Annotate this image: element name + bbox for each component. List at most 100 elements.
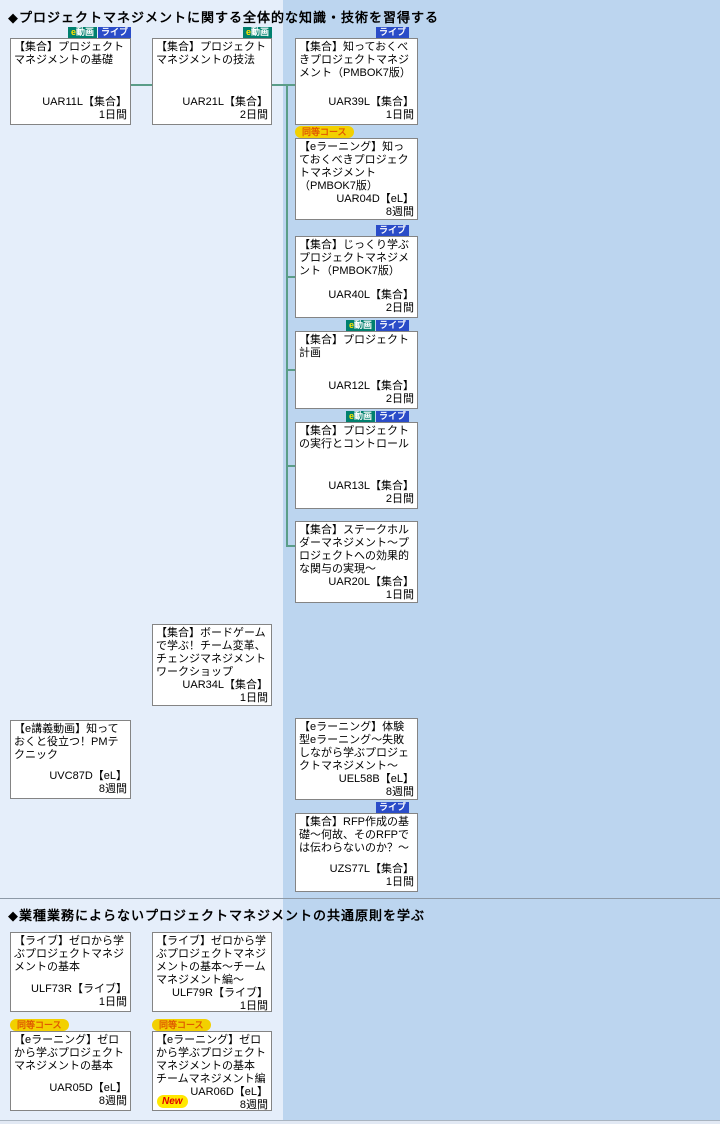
tag-row: ライブ <box>295 224 418 236</box>
course-title: 【ライブ】ゼロから学ぶプロジェクトマネジメントの基本～チームマネジメント編～ <box>156 935 266 986</box>
connector-stub-uar13l <box>288 465 295 467</box>
section-divider <box>0 898 720 899</box>
course-card-uar11l: e動画 ライブ 【集合】プロジェクトマネジメントの基礎 UAR11L【集合】1日… <box>10 26 131 125</box>
course-card-uar20l: 【集合】ステークホルダーマネジメント～プロジェクトへの効果的な関与の実現～ UA… <box>295 509 418 603</box>
course-card-ulf79r: 【ライブ】ゼロから学ぶプロジェクトマネジメントの基本～チームマネジメント編～ U… <box>152 920 272 1012</box>
tag-row <box>10 708 131 720</box>
course-title: 【集合】知っておくべきプロジェクトマネジメント（PMBOK7版） <box>299 41 411 79</box>
course-code: UAR13L【集合】 <box>328 480 414 492</box>
course-title: 【eラーニング】ゼロから学ぶプロジェクトマネジメントの基本 チームマネジメント編 <box>156 1034 266 1085</box>
course-title: 【集合】RFP作成の基礎～何故、そのRFPでは伝わらないのか？～ <box>299 816 409 854</box>
course-code: UAR20L【集合】 <box>328 576 414 588</box>
connector-uar21l-uar39l <box>272 84 295 86</box>
course-card-ulf73r: 【ライブ】ゼロから学ぶプロジェクトマネジメントの基本 ULF73R【ライブ】1日… <box>10 920 131 1012</box>
course-code: ULF79R【ライブ】 <box>172 987 268 999</box>
equivalent-course-badge: 同等コース <box>10 1019 69 1031</box>
course-code: UEL58B【eL】 <box>338 773 414 785</box>
course-title: 【集合】じっくり学ぶプロジェクトマネジメント（PMBOK7版） <box>299 239 409 277</box>
tag-row <box>152 920 272 932</box>
course-duration: 2日間 <box>385 393 414 405</box>
course-box-uar11l[interactable]: 【集合】プロジェクトマネジメントの基礎 UAR11L【集合】1日間 <box>10 38 131 125</box>
connector-stub-uar20l <box>288 545 295 547</box>
course-code: UAR05D【eL】 <box>49 1082 127 1094</box>
tag-row: e動画 ライブ <box>10 26 131 38</box>
course-title: 【集合】プロジェクトマネジメントの技法 <box>156 41 266 66</box>
course-duration: 2日間 <box>385 493 414 505</box>
course-title: 【集合】プロジェクトの実行とコントロール <box>299 425 409 450</box>
course-card-uvc87d: 【e講義動画】知っておくと役立つ！PMテクニック UVC87D【eL】8週間 <box>10 708 131 799</box>
course-title: 【ライブ】ゼロから学ぶプロジェクトマネジメントの基本 <box>14 935 124 973</box>
course-box-uar20l[interactable]: 【集合】ステークホルダーマネジメント～プロジェクトへの効果的な関与の実現～ UA… <box>295 521 418 603</box>
course-duration: 1日間 <box>385 589 414 601</box>
course-duration: 1日間 <box>98 109 127 121</box>
course-title: 【eラーニング】知っておくべきプロジェクトマネジメント（PMBOK7版） <box>299 141 409 192</box>
new-badge: New <box>157 1095 188 1108</box>
course-box-ulf73r[interactable]: 【ライブ】ゼロから学ぶプロジェクトマネジメントの基本 ULF73R【ライブ】1日… <box>10 932 131 1012</box>
course-box-uar06d[interactable]: 【eラーニング】ゼロから学ぶプロジェクトマネジメントの基本 チームマネジメント編… <box>152 1031 272 1111</box>
course-title: 【集合】ボードゲームで学ぶ！チーム変革、チェンジマネジメントワークショップ <box>156 627 266 678</box>
course-box-uar34l[interactable]: 【集合】ボードゲームで学ぶ！チーム変革、チェンジマネジメントワークショップ UA… <box>152 624 272 706</box>
course-title: 【eラーニング】ゼロから学ぶプロジェクトマネジメントの基本 <box>14 1034 124 1072</box>
course-box-uar13l[interactable]: 【集合】プロジェクトの実行とコントロール UAR13L【集合】2日間 <box>295 422 418 509</box>
course-duration: 1日間 <box>385 876 414 888</box>
course-duration: 1日間 <box>385 109 414 121</box>
course-code: UZS77L【集合】 <box>329 863 414 875</box>
course-code: UAR39L【集合】 <box>328 96 414 108</box>
course-box-ulf79r[interactable]: 【ライブ】ゼロから学ぶプロジェクトマネジメントの基本～チームマネジメント編～ U… <box>152 932 272 1012</box>
live-tag: ライブ <box>375 802 409 813</box>
tag-row <box>10 920 131 932</box>
course-duration: 1日間 <box>98 996 127 1008</box>
course-duration: 8週間 <box>239 1099 268 1111</box>
live-tag: ライブ <box>375 225 409 236</box>
course-title: 【集合】プロジェクトマネジメントの基礎 <box>14 41 124 66</box>
course-box-uar04d[interactable]: 【eラーニング】知っておくべきプロジェクトマネジメント（PMBOK7版） UAR… <box>295 138 418 220</box>
connector-stub-uar12l <box>288 369 295 371</box>
equivalent-course-badge: 同等コース <box>152 1019 211 1031</box>
course-card-uzs77l: ライブ 【集合】RFP作成の基礎～何故、そのRFPでは伝わらないのか？～ UZS… <box>295 801 418 892</box>
connector-uar11l-uar21l <box>131 84 152 86</box>
section-heading-2: ◆業種業務によらないプロジェクトマネジメントの共通原則を学ぶ <box>8 908 425 923</box>
course-box-uar39l[interactable]: 【集合】知っておくべきプロジェクトマネジメント（PMBOK7版） UAR39L【… <box>295 38 418 125</box>
course-box-uzs77l[interactable]: 【集合】RFP作成の基礎～何故、そのRFPでは伝わらないのか？～ UZS77L【… <box>295 813 418 892</box>
course-box-uar05d[interactable]: 【eラーニング】ゼロから学ぶプロジェクトマネジメントの基本 UAR05D【eL】… <box>10 1031 131 1111</box>
page-bottom-edge <box>0 1120 720 1124</box>
tag-row: 同等コース <box>152 1019 272 1031</box>
course-card-uar06d: 同等コース 【eラーニング】ゼロから学ぶプロジェクトマネジメントの基本 チームマ… <box>152 1019 272 1111</box>
tag-row <box>295 509 418 521</box>
section-heading-1: ◆プロジェクトマネジメントに関する全体的な知識・技術を習得する <box>8 10 439 25</box>
course-card-uar21l: e動画 【集合】プロジェクトマネジメントの技法 UAR21L【集合】2日間 <box>152 26 272 125</box>
connector-vertical-trunk <box>286 84 288 547</box>
course-duration: 2日間 <box>385 302 414 314</box>
course-code: UAR34L【集合】 <box>182 679 268 691</box>
live-tag: ライブ <box>97 27 131 38</box>
tag-row <box>152 612 272 624</box>
course-box-uar12l[interactable]: 【集合】プロジェクト計画 UAR12L【集合】2日間 <box>295 331 418 409</box>
course-duration: 8週間 <box>98 783 127 795</box>
tag-row <box>295 706 418 718</box>
course-title: 【e講義動画】知っておくと役立つ！PMテクニック <box>14 723 119 761</box>
course-title: 【集合】プロジェクト計画 <box>299 334 409 359</box>
course-box-uel58b[interactable]: 【eラーニング】体験型eラーニング～失敗しながら学ぶプロジェクトマネジメント～ … <box>295 718 418 800</box>
course-duration: 8週間 <box>98 1095 127 1107</box>
tag-row: 同等コース <box>10 1019 131 1031</box>
course-card-uar39l: ライブ 【集合】知っておくべきプロジェクトマネジメント（PMBOK7版） UAR… <box>295 26 418 125</box>
course-box-uar40l[interactable]: 【集合】じっくり学ぶプロジェクトマネジメント（PMBOK7版） UAR40L【集… <box>295 236 418 318</box>
tag-row: e動画 ライブ <box>295 319 418 331</box>
live-tag: ライブ <box>375 411 409 422</box>
evideo-tag: e動画 <box>345 320 375 331</box>
course-duration: 1日間 <box>239 692 268 704</box>
course-box-uvc87d[interactable]: 【e講義動画】知っておくと役立つ！PMテクニック UVC87D【eL】8週間 <box>10 720 131 799</box>
course-card-uar13l: e動画 ライブ 【集合】プロジェクトの実行とコントロール UAR13L【集合】2… <box>295 410 418 509</box>
course-code: ULF73R【ライブ】 <box>31 983 127 995</box>
course-code: UAR11L【集合】 <box>42 96 127 108</box>
course-title: 【eラーニング】体験型eラーニング～失敗しながら学ぶプロジェクトマネジメント～ <box>299 721 409 772</box>
course-code: UAR40L【集合】 <box>328 289 414 301</box>
course-card-uar12l: e動画 ライブ 【集合】プロジェクト計画 UAR12L【集合】2日間 <box>295 319 418 409</box>
tag-row: e動画 <box>152 26 272 38</box>
course-code: UAR04D【eL】 <box>336 193 414 205</box>
course-duration: 2日間 <box>239 109 268 121</box>
course-title: 【集合】ステークホルダーマネジメント～プロジェクトへの効果的な関与の実現～ <box>299 524 409 575</box>
equivalent-course-badge: 同等コース <box>295 126 354 138</box>
course-box-uar21l[interactable]: 【集合】プロジェクトマネジメントの技法 UAR21L【集合】2日間 <box>152 38 272 125</box>
